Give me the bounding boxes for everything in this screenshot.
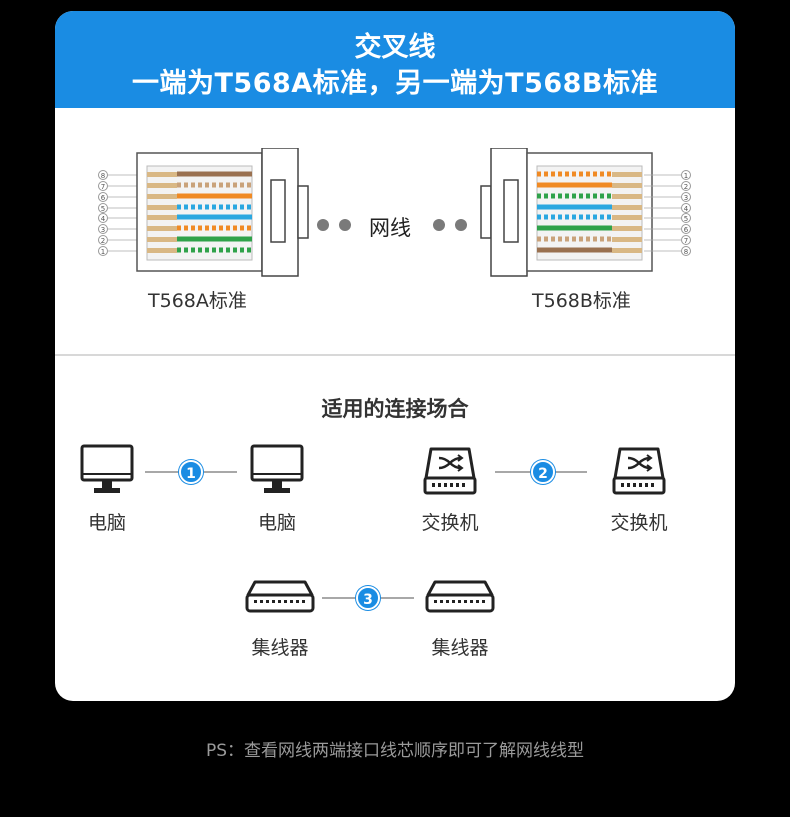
cable-dot: [317, 219, 329, 231]
monitor-icon: [80, 444, 134, 493]
switch-icon: [612, 447, 666, 495]
section-divider: [55, 354, 735, 356]
svg-text:7: 7: [101, 183, 105, 191]
footer-note: PS：查看网线两端接口线芯顺序即可了解网线线型: [205, 741, 585, 761]
svg-text:1: 1: [101, 248, 105, 256]
wiring-diagram: 8 7 6 5 4 3 2 1: [55, 108, 735, 366]
rj45-connector-t568a: 8 7 6 5 4 3 2 1: [98, 148, 309, 277]
svg-text:5: 5: [684, 215, 688, 223]
header-banner: 交叉线 一端为T568A标准，另一端为T568B标准: [55, 11, 735, 108]
svg-text:5: 5: [101, 205, 105, 213]
svg-text:2: 2: [684, 183, 688, 191]
pair2-number-badge: 2: [531, 460, 555, 484]
pair1-right-label: 电脑: [257, 512, 296, 534]
scenarios-title: 适用的连接场合: [321, 397, 469, 421]
pair3-number-badge: 3: [356, 586, 380, 610]
page-subtitle: 一端为T568A标准，另一端为T568B标准: [131, 68, 659, 99]
right-standard-label: T568B标准: [532, 290, 631, 312]
crossover-cable-card: 交叉线 一端为T568A标准，另一端为T568B标准 8 7 6 5 4 3 2 1: [55, 11, 735, 701]
cable-dot: [455, 219, 467, 231]
pair2-left-label: 交换机: [421, 512, 479, 534]
switch-icon: [423, 447, 477, 495]
cable-dot: [433, 219, 445, 231]
page-title: 交叉线: [354, 32, 436, 63]
svg-text:6: 6: [684, 226, 689, 234]
hub-icon: [245, 580, 315, 613]
cable-dot: [339, 219, 351, 231]
rj45-connector-t568b: 1 2 3 4 5 6 7 8: [480, 148, 691, 277]
pair1-number-badge: 1: [179, 460, 203, 484]
svg-text:2: 2: [101, 237, 105, 245]
svg-text:6: 6: [101, 194, 106, 202]
left-standard-label: T568A标准: [148, 290, 247, 312]
svg-text:4: 4: [684, 205, 689, 213]
left-pin-numbers: [98, 170, 108, 256]
svg-text:8: 8: [101, 172, 105, 180]
svg-text:7: 7: [684, 237, 688, 245]
svg-text:1: 1: [684, 172, 688, 180]
pair1-left-label: 电脑: [87, 512, 126, 534]
hub-icon: [425, 580, 495, 613]
svg-text:3: 3: [684, 194, 688, 202]
cable-label: 网线: [369, 216, 411, 240]
pair3-right-label: 集线器: [431, 637, 489, 659]
svg-text:3: 3: [101, 226, 105, 234]
monitor-icon: [250, 444, 304, 493]
svg-text:4: 4: [101, 215, 106, 223]
pair2-right-label: 交换机: [610, 512, 668, 534]
svg-text:8: 8: [684, 248, 688, 256]
pair3-left-label: 集线器: [251, 637, 309, 659]
